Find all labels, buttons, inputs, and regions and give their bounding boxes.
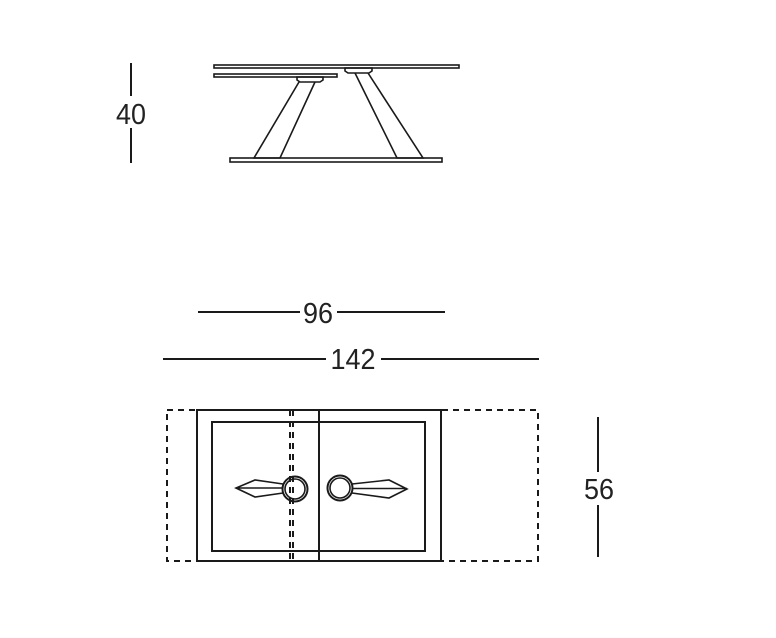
length-dimensions: 96 142 56 xyxy=(163,298,614,557)
extended-length-label: 142 xyxy=(331,344,376,376)
lower-leg-cap xyxy=(296,76,324,83)
right-leg xyxy=(354,72,425,159)
height-label: 40 xyxy=(116,99,146,131)
upper-leg-cap xyxy=(344,67,373,74)
side-view: 40 xyxy=(116,63,460,163)
right-leg-top xyxy=(326,474,409,502)
depth-label: 56 xyxy=(584,474,614,506)
upper-tabletop xyxy=(213,64,460,69)
left-leg-top xyxy=(234,475,309,503)
base-plate xyxy=(229,157,443,163)
top-view xyxy=(166,409,539,562)
left-leg xyxy=(252,81,316,159)
lower-extension-top xyxy=(213,73,338,78)
closed-length-label: 96 xyxy=(303,298,333,330)
